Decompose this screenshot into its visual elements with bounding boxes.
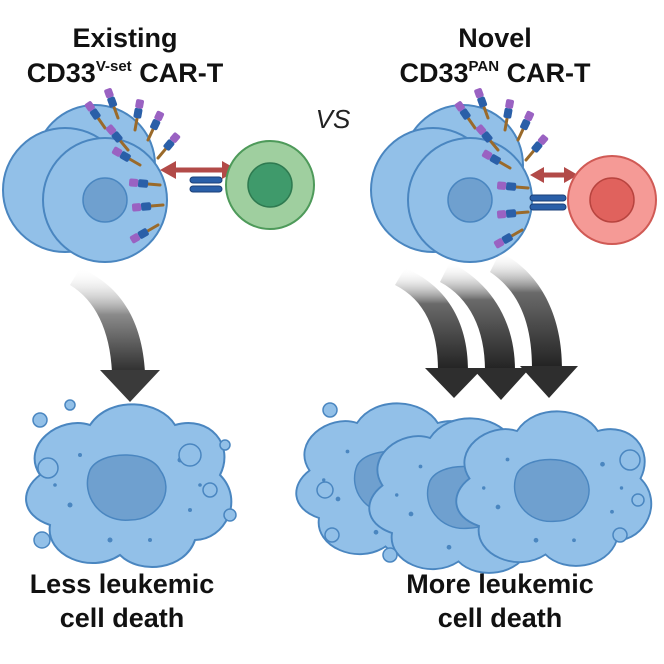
curved-arrow-icon <box>440 262 515 370</box>
left-caption-line1: Less leukemic <box>30 569 215 599</box>
apoptotic-cell-icon <box>455 410 653 567</box>
right-death-arrows <box>395 252 578 400</box>
left-title-line1: Existing <box>72 23 177 53</box>
right-car-receptor <box>529 194 567 211</box>
left-dead-cell <box>25 399 237 568</box>
right-caption-line2: cell death <box>438 603 563 633</box>
left-leukemic-cells <box>2 104 168 263</box>
right-caption: More leukemic cell death <box>406 569 594 633</box>
right-title-line2: CD33PAN CAR-T <box>399 58 591 88</box>
leukemic-nucleus <box>82 177 128 223</box>
right-car-t-cell <box>567 155 657 245</box>
car-t-nucleus <box>247 162 293 208</box>
right-dead-cells <box>295 402 653 574</box>
left-title: Existing CD33V-set CAR-T <box>27 23 224 88</box>
left-car-t-cell <box>225 140 315 230</box>
left-title-line2: CD33V-set CAR-T <box>27 58 224 88</box>
left-death-arrow <box>70 268 160 402</box>
curved-arrow-icon <box>70 268 145 372</box>
curved-arrow-icon <box>395 268 468 370</box>
right-caption-line1: More leukemic <box>406 569 594 599</box>
left-caption: Less leukemic cell death <box>30 569 215 633</box>
right-title: Novel CD33PAN CAR-T <box>399 23 591 88</box>
right-leukemic-cells <box>370 104 533 263</box>
right-title-line1: Novel <box>458 23 532 53</box>
leukemic-nucleus <box>447 177 493 223</box>
left-car-receptor <box>189 176 223 193</box>
car-t-nucleus <box>589 177 635 223</box>
curved-arrow-icon <box>490 252 562 368</box>
right-interaction-arrow <box>530 167 578 183</box>
apoptotic-cell-icon <box>25 403 233 568</box>
vs-label: VS <box>316 104 351 134</box>
left-caption-line2: cell death <box>60 603 185 633</box>
